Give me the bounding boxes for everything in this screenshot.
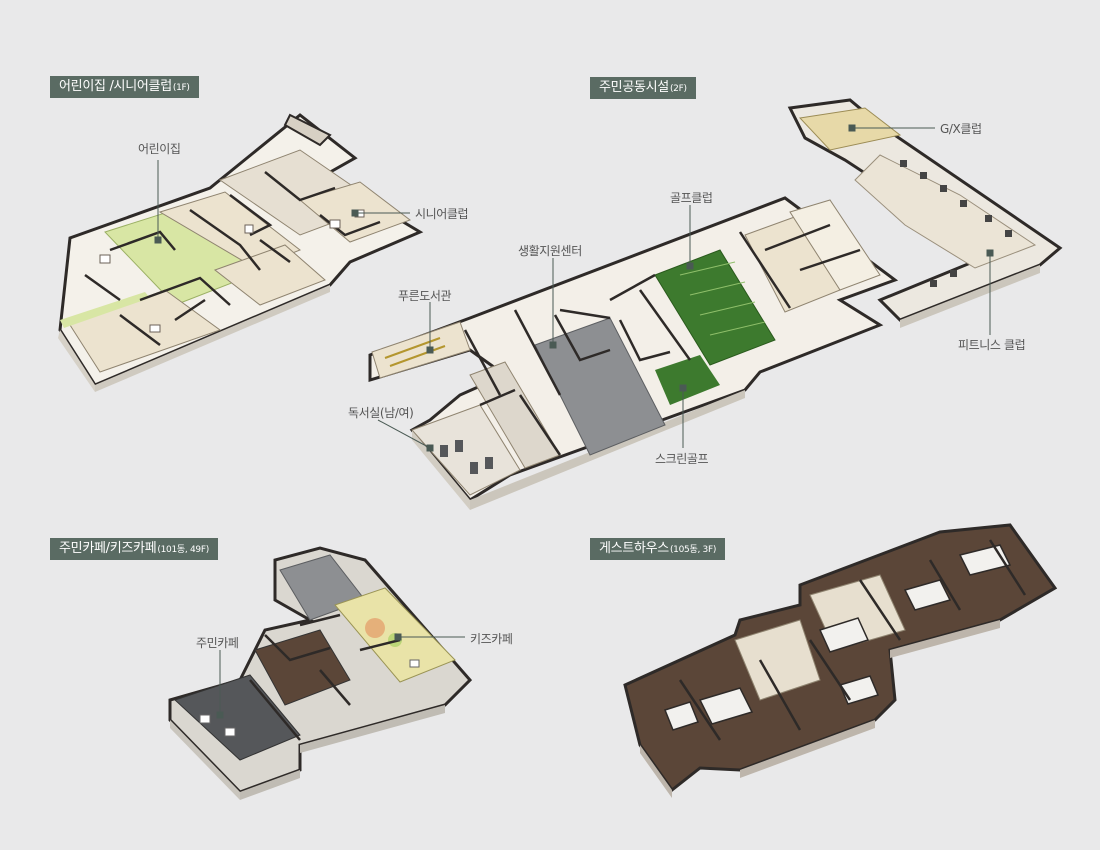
label-life-support: 생활지원센터 (518, 244, 582, 258)
section-tag-community: 주민공동시설(2F) (590, 77, 696, 99)
leader-lines (154, 124, 994, 719)
plan-cafe (168, 546, 473, 800)
plan-community (368, 98, 1063, 510)
label-golf-club: 골프클럽 (670, 191, 713, 205)
label-kids-cafe: 키즈카페 (470, 632, 513, 646)
section-tag-cafe: 주민카페/키즈카페(101동, 49F) (50, 538, 218, 560)
label-daycare: 어린이집 (138, 142, 181, 156)
label-reading-room: 독서실(남/여) (348, 406, 414, 420)
plan-daycare-senior (58, 113, 424, 392)
label-library: 푸른도서관 (398, 289, 452, 303)
label-fitness: 피트니스 클럽 (958, 338, 1026, 352)
section-tag-kids-senior: 어린이집 /시니어클럽(1F) (50, 76, 199, 98)
label-gx-club: G/X클럽 (940, 122, 982, 136)
label-resident-cafe: 주민카페 (196, 636, 239, 650)
plan-guest (623, 523, 1058, 798)
label-screen-golf: 스크린골프 (655, 452, 709, 466)
section-tag-guest: 게스트하우스(105동, 3F) (590, 538, 726, 560)
label-senior-club: 시니어클럽 (415, 207, 469, 221)
